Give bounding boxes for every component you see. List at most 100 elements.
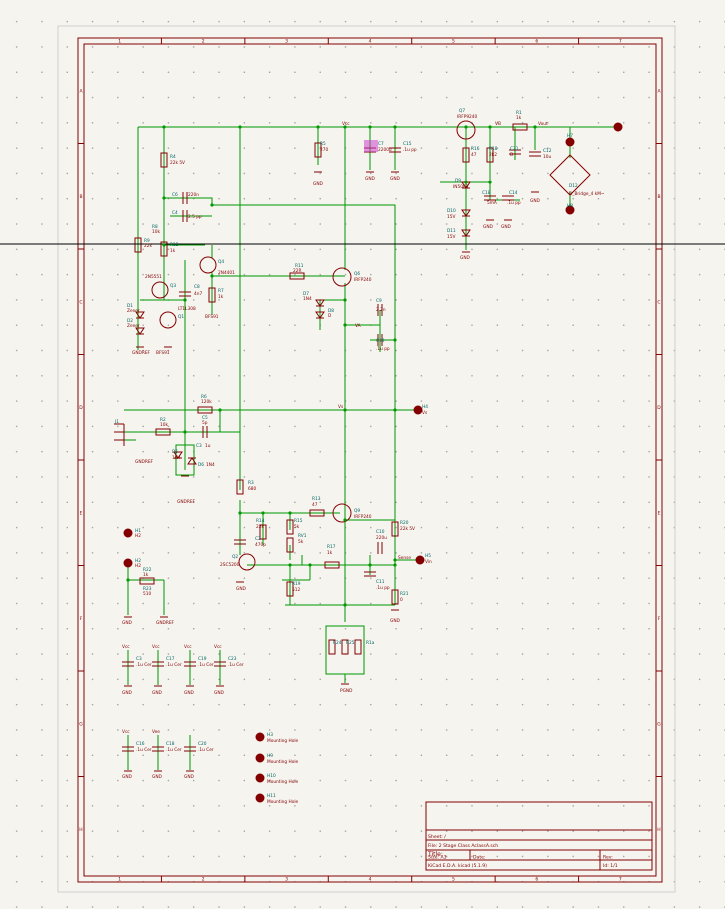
svg-text:KiCad E.D.A. kicad (5.1.9): KiCad E.D.A. kicad (5.1.9) — [428, 863, 487, 869]
svg-text:510: 510 — [143, 591, 151, 597]
svg-text:R14: R14 — [256, 518, 265, 524]
pad-h11 — [255, 793, 265, 803]
svg-text:D_Bridge_4 kM~: D_Bridge_4 kM~ — [569, 191, 605, 197]
svg-text:H2: H2 — [567, 209, 573, 215]
resistor-r25 — [341, 639, 349, 655]
resistor-r17 — [324, 561, 340, 569]
svg-text:R2: R2 — [160, 417, 166, 423]
capacitor-c9 — [377, 304, 383, 316]
svg-text:H2: H2 — [567, 139, 573, 145]
svg-text:C12: C12 — [543, 148, 552, 154]
svg-text:.1u pp: .1u pp — [507, 200, 521, 206]
svg-text:Title:: Title: — [427, 851, 443, 858]
selection-highlight[interactable] — [364, 140, 378, 152]
svg-text:R11: R11 — [295, 263, 304, 269]
svg-text:Vin: Vin — [425, 559, 432, 565]
svg-text:H11: H11 — [267, 793, 276, 799]
capacitor-c5 — [202, 426, 208, 438]
net-label-pgnd: PGND — [340, 688, 353, 694]
border-col-label: 1 — [118, 877, 121, 883]
svg-text:R3: R3 — [248, 480, 254, 486]
border-col-label: 2 — [202, 39, 205, 45]
svg-text:10k: 10k — [160, 422, 168, 428]
svg-text:H8: H8 — [567, 203, 573, 209]
labels: Vcc VA VB Vs Vout Sense PGND R4 R9 R12 C… — [114, 108, 605, 805]
svg-text:C11: C11 — [376, 579, 385, 585]
svg-text:.1u Cer: .1u Cer — [136, 662, 152, 668]
svg-text:1k: 1k — [327, 550, 333, 556]
svg-text:Id: 1/1: Id: 1/1 — [603, 863, 618, 869]
resistor-r16 — [462, 147, 470, 163]
transistor-q3 — [151, 281, 169, 299]
svg-text:GND: GND — [122, 774, 133, 780]
svg-text:5mA: 5mA — [487, 200, 497, 206]
svg-text:10u: 10u — [543, 154, 551, 160]
wire-junction — [218, 408, 222, 412]
svg-text:GNDREF: GNDREF — [132, 350, 151, 356]
pad-h8b — [565, 205, 575, 215]
svg-text:GND: GND — [390, 176, 401, 182]
bridge-d12 — [549, 154, 591, 196]
transistor-q1 — [159, 311, 177, 329]
wires — [124, 126, 618, 770]
svg-text:R25: R25 — [346, 640, 355, 646]
svg-text:R12: R12 — [170, 242, 179, 248]
border-row-label: D — [657, 405, 661, 411]
wire-junction — [238, 511, 242, 515]
svg-text:Q3: Q3 — [170, 283, 176, 289]
svg-text:2.2n: 2.2n — [376, 307, 386, 313]
page-frame — [57, 25, 676, 893]
svg-text:10k: 10k — [152, 229, 160, 235]
svg-text:C23: C23 — [228, 656, 237, 662]
svg-text:D8: D8 — [328, 308, 334, 314]
pad-h10 — [255, 773, 265, 783]
svg-text:R7: R7 — [218, 288, 224, 294]
jack-j1 — [114, 423, 125, 446]
svg-text:22k: 22k — [144, 243, 152, 249]
resistor-rn — [354, 639, 362, 655]
border-row-label: G — [79, 721, 83, 727]
svg-text:R4: R4 — [170, 154, 176, 160]
wire-junction — [368, 125, 372, 129]
wire-junction — [162, 196, 166, 200]
svg-text:C7: C7 — [378, 141, 384, 147]
svg-text:GNDREF: GNDREF — [177, 499, 196, 505]
svg-text:IRFP240: IRFP240 — [354, 514, 372, 520]
wire-junction — [464, 180, 468, 184]
border-row-label: H — [657, 827, 660, 833]
component-symbols[interactable] — [114, 120, 623, 803]
svg-text:47: 47 — [312, 502, 318, 508]
svg-text:GND: GND — [152, 690, 163, 696]
svg-text:Zener: Zener — [127, 308, 140, 314]
svg-text:GND: GND — [122, 690, 133, 696]
resistor-r19 — [286, 581, 294, 597]
svg-text:GND: GND — [530, 198, 541, 204]
transistor-q2 — [238, 553, 256, 571]
svg-text:.1u pp: .1u pp — [376, 346, 390, 352]
svg-text:C15: C15 — [403, 141, 412, 147]
svg-text:GND: GND — [313, 181, 324, 187]
resistor-r1 — [512, 123, 528, 131]
svg-text:5p: 5p — [202, 420, 208, 426]
svg-text:C21: C21 — [510, 146, 519, 152]
wire-junction — [393, 558, 397, 562]
capacitor-c21 — [509, 149, 521, 155]
svg-text:D2: D2 — [127, 318, 133, 324]
svg-text:Vcc: Vcc — [214, 644, 222, 650]
wire-junction — [343, 518, 347, 522]
border-row-label: E — [80, 510, 83, 516]
svg-text:C3: C3 — [136, 656, 142, 662]
resistor-r2 — [155, 428, 171, 436]
pad-h1 — [123, 528, 133, 538]
wire-junction — [488, 180, 492, 184]
svg-text:R19: R19 — [292, 581, 301, 587]
svg-text:Mounting Hole: Mounting Hole — [267, 799, 299, 805]
wire-junction — [238, 125, 242, 129]
svg-text:R20: R20 — [400, 520, 409, 526]
svg-text:GND: GND — [214, 690, 225, 696]
border-row-label: E — [658, 510, 661, 516]
svg-text:GNDREF: GNDREF — [156, 620, 175, 626]
resistor-r3 — [236, 479, 244, 495]
wire-junction — [464, 125, 468, 129]
